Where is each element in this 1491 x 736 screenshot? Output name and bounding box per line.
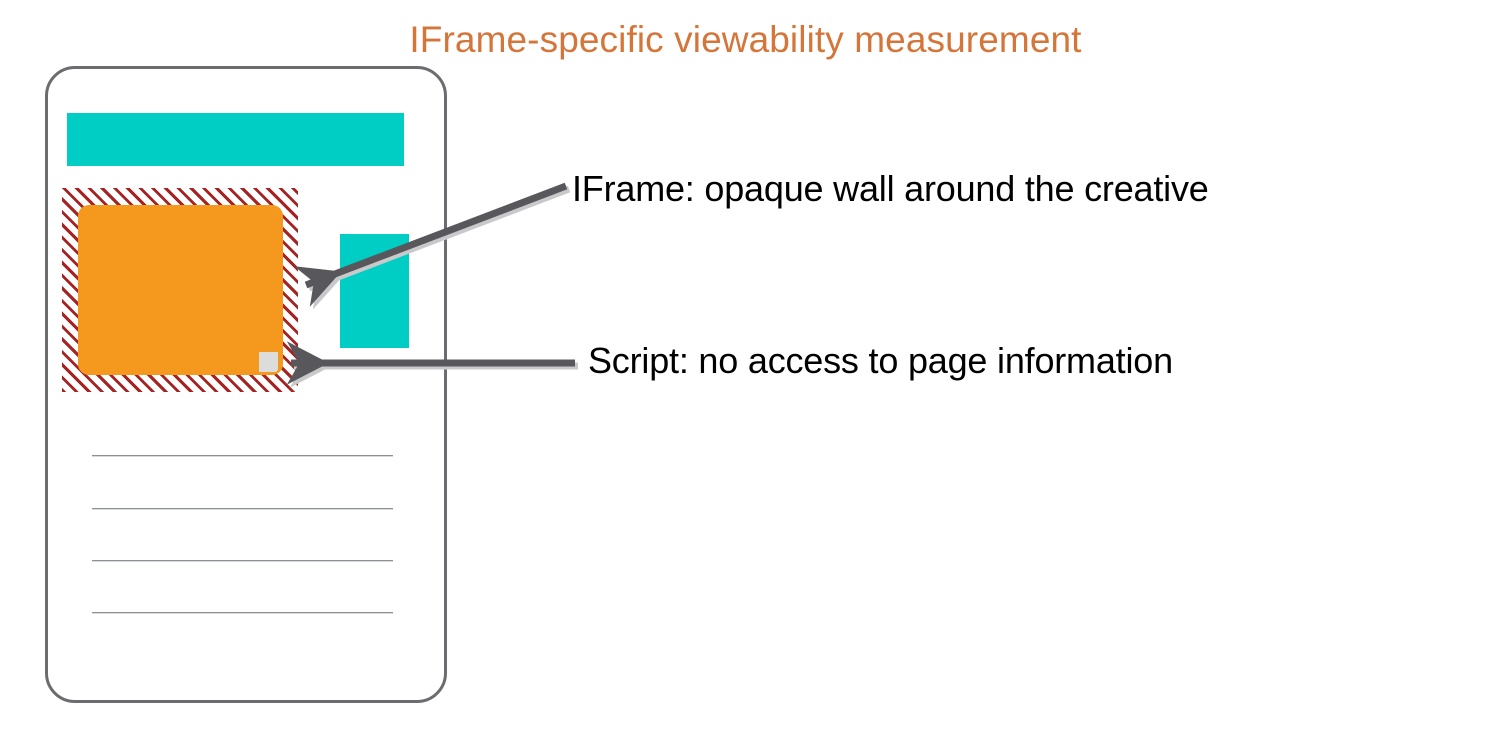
page-banner-block (67, 113, 404, 166)
page-text-line (92, 612, 393, 613)
page-text-line (92, 560, 393, 561)
ad-creative (78, 205, 283, 375)
page-side-block (340, 234, 409, 348)
page-title: IFrame-specific viewability measurement (409, 19, 1082, 60)
iframe-annotation-label: IFrame: opaque wall around the creative (572, 168, 1209, 209)
page-text-line (92, 455, 393, 456)
page-text-line (92, 508, 393, 509)
measurement-script-pixel (259, 352, 278, 372)
script-annotation-label: Script: no access to page information (588, 340, 1173, 381)
